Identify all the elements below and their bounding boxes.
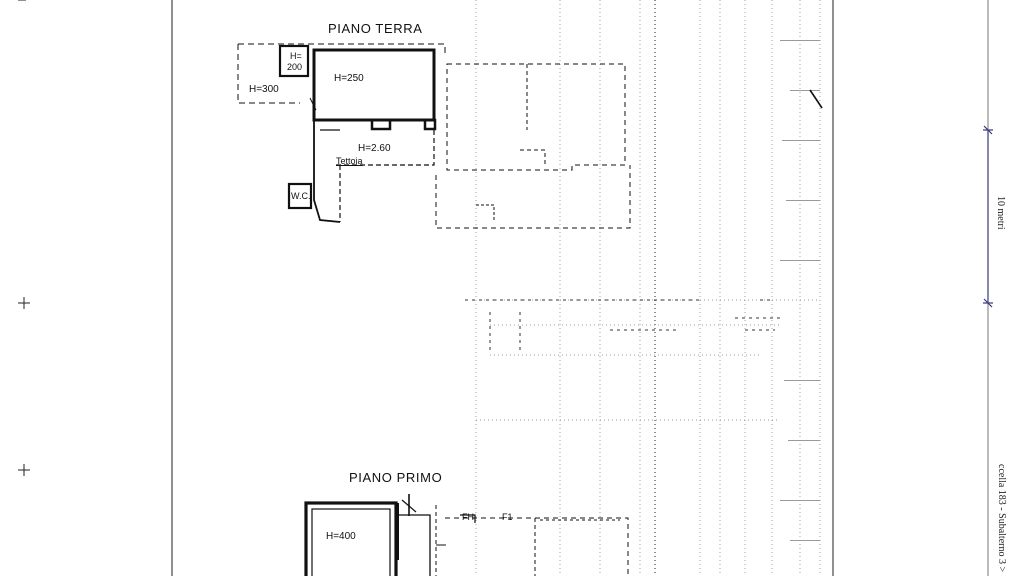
label-tettoia: Tettoia [336,156,363,166]
ground-floor-plan [237,43,823,229]
label-wc: W.C. [291,191,311,201]
label-f1: F1 [502,512,513,522]
label-h250: H=250 [334,73,364,84]
page-frame [18,0,989,576]
label-h400: H=400 [326,531,356,542]
scale-bar [983,125,993,308]
label-h200-bottom: 200 [287,62,303,72]
label-h300: H=300 [249,84,279,95]
background-grid [475,0,821,576]
first-floor-plan [304,494,629,581]
label-h200-top: H= [290,51,302,61]
label-fh: FH [462,512,474,522]
ground-floor-title: PIANO TERRA [328,21,423,36]
middle-dashed-lines [465,299,780,350]
label-h260: H=2.60 [358,143,391,154]
first-floor-title: PIANO PRIMO [349,470,443,485]
margin-note: ccella 183 - Subalterno 3 > [996,464,1007,573]
scale-bar-label: 10 metri [995,196,1006,230]
scan-noise [780,40,820,541]
